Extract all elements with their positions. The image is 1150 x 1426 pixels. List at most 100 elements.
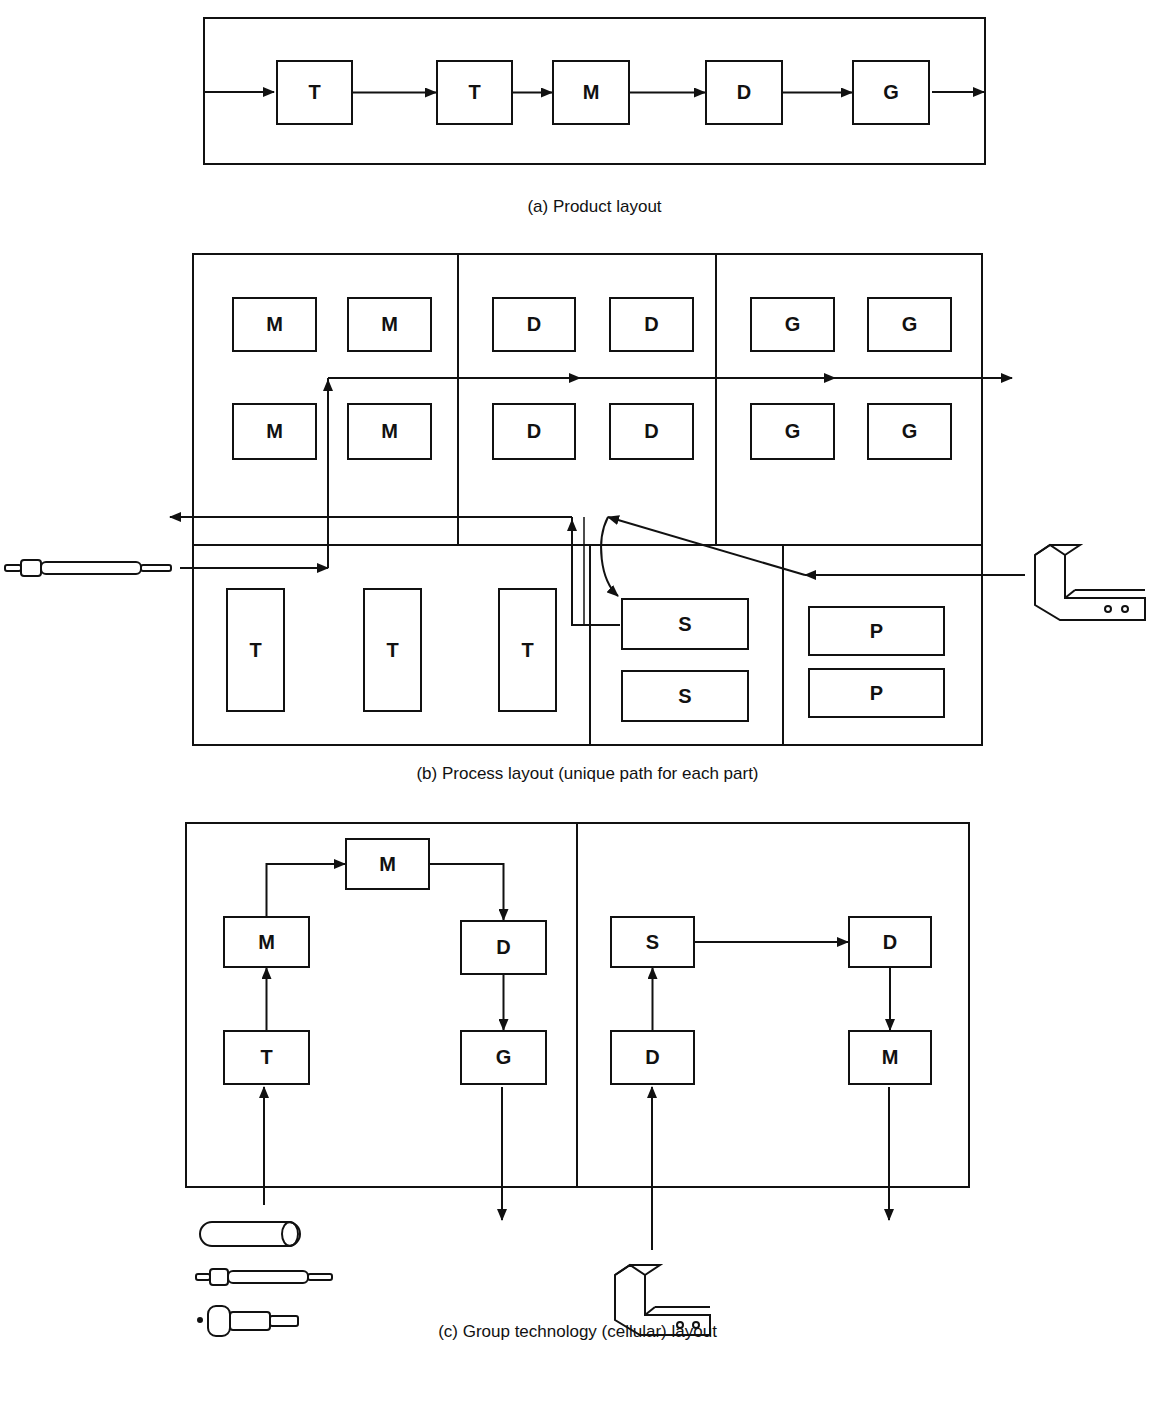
machine-box: G [852,60,930,125]
exit-arrow [888,1087,890,1220]
flow-arrow [652,968,654,1030]
machine-letter: D [644,313,658,336]
flow-arrow [503,975,505,1030]
flow-arrow [266,968,268,1030]
machine-letter: D [645,1046,659,1069]
machine-letter: S [678,685,691,708]
machine-box: P [808,668,945,718]
machine-letter: G [902,313,918,336]
machine-box: G [750,297,835,352]
machine-letter: M [266,420,283,443]
machine-box: D [610,1030,695,1085]
machine-letter: G [785,420,801,443]
machine-letter: G [902,420,918,443]
machine-letter: S [678,613,691,636]
product-layout-frame: (a) Product layoutTTMDG [203,17,986,165]
machine-box: T [276,60,353,125]
process-layout-frame: (b) Process layout (unique path for each… [192,253,983,746]
machine-letter: G [785,313,801,336]
machine-letter: D [527,313,541,336]
machine-letter: S [646,931,659,954]
tube-part [200,1222,300,1246]
machine-box: M [848,1030,932,1085]
entry-arrow [205,91,274,93]
exit-arrow [932,91,984,93]
shaft-part [196,1269,332,1285]
machine-box: T [223,1030,310,1085]
machine-letter: T [308,81,320,104]
machine-box: D [609,297,694,352]
department-divider [715,253,717,545]
flow-arrow [889,968,891,1030]
machine-box: P [808,606,945,656]
department-divider [192,544,983,546]
machine-box: M [347,297,432,352]
machine-box: M [345,838,430,890]
machine-letter: T [386,639,398,662]
flow-arrow [783,92,852,94]
machine-letter: T [249,639,261,662]
machine-letter: M [379,853,396,876]
panel-caption: (b) Process layout (unique path for each… [194,764,981,784]
machine-letter: M [583,81,600,104]
machine-box: M [232,403,317,460]
machine-box: S [621,670,749,722]
machine-letter: T [260,1046,272,1069]
machine-letter: M [381,420,398,443]
part-path [180,378,1012,568]
machine-box: D [848,916,932,968]
panel-caption: (a) Product layout [205,197,984,217]
machine-box: T [436,60,513,125]
cell-divider [576,822,578,1188]
machine-letter: D [496,936,510,959]
machine-letter: D [527,420,541,443]
exit-arrow [501,1087,503,1220]
machine-letter: P [870,682,883,705]
flow-arrow [353,92,436,94]
machine-letter: G [496,1046,512,1069]
department-divider [457,253,459,545]
machine-box: S [621,598,749,650]
machine-box: G [867,297,952,352]
machine-box: G [867,403,952,460]
flow-arrow [630,92,705,94]
machine-box: M [347,403,432,460]
machine-letter: T [521,639,533,662]
machine-letter: D [883,931,897,954]
machine-box: G [750,403,835,460]
department-divider [782,545,784,746]
flow-arrow [513,92,552,94]
machine-box: M [552,60,630,125]
bracket-part [1035,545,1145,620]
machine-box: T [363,588,422,712]
machine-letter: M [882,1046,899,1069]
machine-letter: M [266,313,283,336]
cellular-layout-frame: (c) Group technology (cellular) layoutMM… [185,822,970,1188]
machine-box: G [460,1030,547,1085]
shaft-part [5,560,171,576]
flow-arrow [267,864,346,916]
machine-letter: D [644,420,658,443]
machine-box: T [498,588,557,712]
panel-caption: (c) Group technology (cellular) layout [187,1322,968,1342]
machine-box: D [492,297,576,352]
flow-arrow [695,941,848,943]
machine-letter: P [870,620,883,643]
entry-arrow [651,1087,653,1250]
machine-letter: D [737,81,751,104]
machine-letter: G [883,81,899,104]
machine-box: D [705,60,783,125]
machine-letter: M [381,313,398,336]
machine-letter: T [468,81,480,104]
department-divider [589,545,591,746]
flow-arrow [430,864,504,920]
machine-box: S [610,916,695,968]
machine-box: M [223,916,310,968]
machine-box: D [492,403,576,460]
machine-box: D [460,920,547,975]
stepped-shaft-part [198,1306,298,1336]
machine-box: T [226,588,285,712]
machine-box: M [232,297,317,352]
machine-letter: M [258,931,275,954]
machine-box: D [609,403,694,460]
